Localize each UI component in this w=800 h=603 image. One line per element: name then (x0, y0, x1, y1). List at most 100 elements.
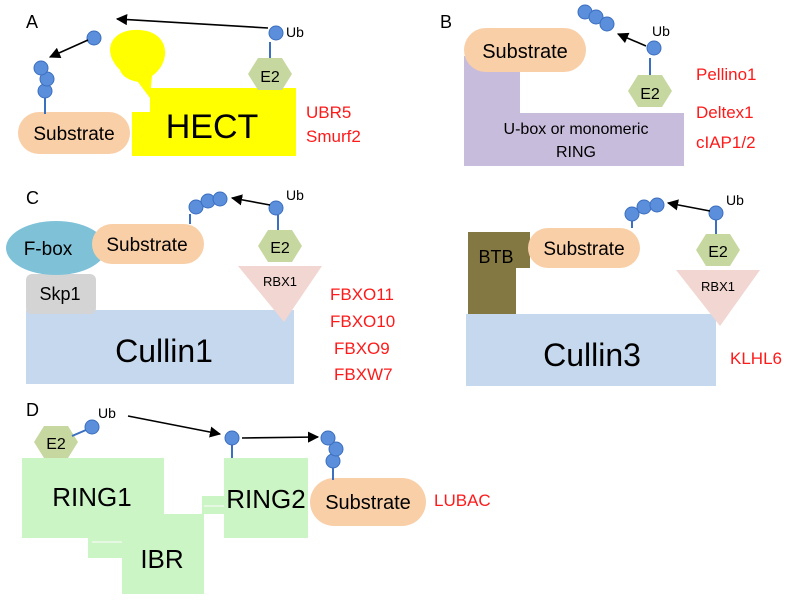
ubiquitin-icon (212, 191, 228, 207)
cullin3-scaffold: Cullin3 (466, 314, 716, 386)
ub-b-label: Ub (652, 23, 670, 39)
ring1-label: RING1 (52, 482, 131, 512)
example-d-1: LUBAC (434, 491, 491, 510)
arrow-hect-to-substrate (48, 39, 89, 58)
substrate-c2-label: Substrate (543, 239, 624, 260)
hect-ligase: HECT (110, 29, 296, 156)
substrate-d-label: Substrate (325, 492, 411, 514)
panel-c: C Cullin1 Skp1 F-box Substrate (6, 187, 395, 384)
rbx1-c: RBX1 (238, 266, 322, 322)
ubiquitin-icon (84, 419, 100, 435)
ubiquitin-icon (708, 205, 724, 221)
hect-label: HECT (166, 108, 259, 146)
e2-c2-label: E2 (708, 244, 728, 261)
skp1-label: Skp1 (39, 284, 80, 304)
ubiquitin-icon (599, 16, 615, 32)
arrow-e2-to-chain-c (230, 194, 271, 206)
arrow-e2-to-hect (115, 14, 269, 29)
arrow-ring2-to-substrate (241, 431, 320, 443)
panel-d: D RING1 IBR RING2 E2 Ub (22, 400, 491, 594)
fbox-label: F-box (24, 239, 73, 260)
ibr-domain (122, 514, 204, 594)
ubiquitin-icon (636, 199, 652, 215)
example-b-1: Pellino1 (696, 65, 757, 84)
substrate-d: Substrate (310, 478, 426, 526)
ubiquitin-icon (320, 430, 336, 446)
ub-d-label: Ub (98, 405, 116, 421)
ubox-label-line2: RING (556, 144, 596, 161)
ub-c2-label: Ub (726, 192, 744, 208)
substrate-a-label: Substrate (33, 124, 114, 145)
arrow-e2-to-chain-b (616, 32, 647, 47)
panel-b: B U-box or monomeric RING Substrate E2 U… (440, 4, 757, 166)
e2-c: E2 Ub (258, 187, 304, 262)
e2-a: E2 Ub (248, 24, 304, 90)
example-b-3: cIAP1/2 (696, 133, 756, 152)
rbx1-c2: RBX1 (676, 270, 760, 326)
e2-b-label: E2 (640, 86, 660, 103)
ubiquitin-icon (268, 200, 284, 216)
example-c2-1: KLHL6 (730, 349, 782, 368)
example-c-3: FBXO9 (334, 339, 390, 358)
cullin3-label: Cullin3 (543, 337, 641, 373)
ubiquitin-icon (86, 30, 102, 46)
ubiquitin-icon (188, 199, 204, 215)
panel-d-letter: D (26, 400, 39, 420)
arrow-e2-to-ring2 (127, 415, 222, 438)
e2-d: E2 Ub (34, 405, 116, 458)
substrate-b-label: Substrate (482, 41, 568, 63)
example-a-2: Smurf2 (306, 127, 361, 146)
ub-a-label: Ub (286, 24, 304, 40)
polyubiquitin-chain-c (188, 191, 228, 224)
cullin1-label: Cullin1 (115, 333, 213, 369)
panel-c-cullin3: Cullin3 BTB Substrate RBX1 E2 (466, 192, 782, 386)
cullin1-scaffold: Cullin1 (26, 310, 294, 384)
fbox-protein: F-box (6, 221, 106, 275)
e2-a-label: E2 (260, 69, 280, 86)
e2-c-label: E2 (270, 240, 290, 257)
panel-a: A HECT Substrate E2 Ub (18, 12, 361, 156)
example-b-2: Deltex1 (696, 103, 754, 122)
polyubiquitin-chain-b (577, 4, 615, 32)
rbx1-c-label: RBX1 (263, 274, 297, 289)
e2-c2: E2 Ub (696, 192, 744, 266)
btb-adaptor: BTB (468, 232, 530, 314)
substrate-a: Substrate (18, 112, 130, 154)
panel-c-letter: C (26, 188, 39, 208)
lubac-complex: RING1 IBR RING2 (22, 458, 308, 594)
example-c-1: FBXO11 (330, 285, 394, 304)
panel-b-letter: B (440, 12, 452, 32)
rbx1-c2-label: RBX1 (701, 279, 735, 294)
ring2-label: RING2 (226, 484, 305, 514)
e2-d-label: E2 (46, 436, 66, 453)
substrate-c2: Substrate (528, 228, 640, 268)
ubiquitin-icon (268, 25, 284, 41)
example-c-4: FBXW7 (334, 365, 393, 384)
ubox-label-line1: U-box or monomeric (504, 121, 649, 138)
substrate-b: Substrate (464, 28, 586, 72)
ub-c-label: Ub (286, 187, 304, 203)
ubiquitin-icon (33, 60, 49, 76)
e2-b: E2 Ub (628, 23, 672, 107)
panel-a-letter: A (26, 12, 38, 32)
ubiquitin-icon (649, 197, 665, 213)
polyubiquitin-chain-d (320, 430, 344, 480)
ubiquitin-icon (646, 40, 662, 56)
substrate-c-label: Substrate (106, 235, 187, 256)
polyubiquitin-chain-a (33, 60, 55, 114)
substrate-c: Substrate (92, 224, 204, 264)
ring2-domain (224, 458, 308, 538)
ubiquitin-icon (328, 441, 344, 457)
example-a-1: UBR5 (306, 103, 351, 122)
btb-label: BTB (478, 247, 513, 267)
skp1-adaptor: Skp1 (26, 274, 96, 314)
ubiquitin-icon (588, 9, 604, 25)
ubiquitin-icon (624, 206, 640, 222)
example-c-2: FBXO10 (330, 312, 395, 331)
arrow-e2-to-chain-c2 (666, 199, 711, 212)
ubiquitin-icon (224, 430, 240, 446)
ubox-ring-ligase: U-box or monomeric RING (464, 56, 684, 166)
polyubiquitin-chain-c2 (624, 197, 665, 228)
ibr-label: IBR (140, 544, 183, 574)
